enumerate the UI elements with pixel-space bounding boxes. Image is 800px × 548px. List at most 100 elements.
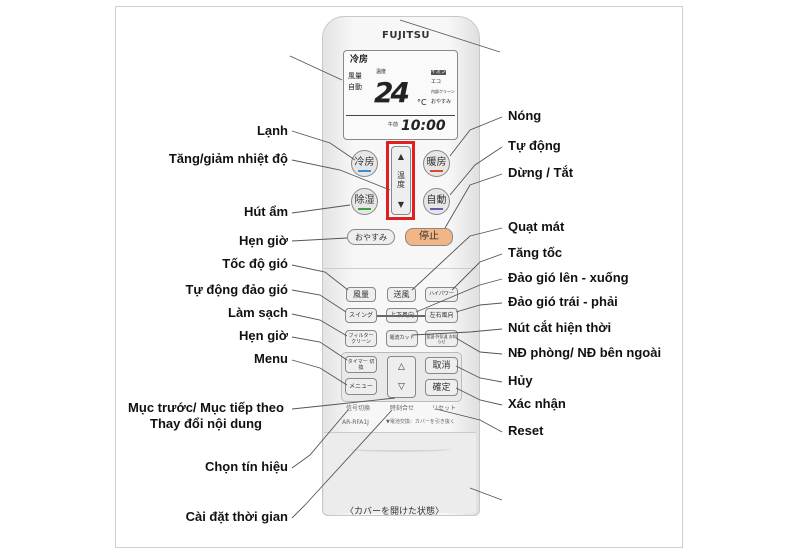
sleep-button[interactable]: おやすみ <box>347 229 395 245</box>
label-horizontal-swing: Đảo gió trái - phải <box>508 294 618 309</box>
label-signal-select: Chọn tín hiệu <box>204 459 288 474</box>
leader-lines <box>289 19 503 519</box>
fan-only-button[interactable]: 送風 <box>387 287 416 302</box>
cancel-button[interactable]: 取消 <box>425 357 458 374</box>
lcd-ion: イオン <box>431 69 447 75</box>
up-arrow-icon[interactable]: △ <box>398 362 405 372</box>
model-number: AR-RFA1J <box>342 419 369 426</box>
label-prev-next: Mục trước/ Mục tiếp theo Thay đổi nội du… <box>120 400 292 432</box>
reset-button[interactable]: リセット <box>432 405 457 412</box>
highlight-box <box>386 141 415 220</box>
leader-line <box>291 289 347 313</box>
label-prev-next-line2: Thay đổi nội dung <box>150 416 262 431</box>
lcd-fan: 風量 <box>348 72 362 80</box>
label-reset: Reset <box>508 423 544 438</box>
leader-line <box>291 409 393 519</box>
battery-note: ▼電池交換：カバーを引き抜く <box>386 419 455 425</box>
clock-set-button[interactable]: 時刻合せ <box>390 405 415 412</box>
leader-line <box>291 130 356 161</box>
leader-line <box>291 409 349 469</box>
temp-label: 温度 <box>397 171 405 190</box>
temperature-rocker[interactable]: ▲ 温度 ▼ <box>391 146 411 215</box>
leader-line <box>455 337 503 355</box>
signal-select-button[interactable]: 信号切換 <box>346 405 371 412</box>
fan-speed-button[interactable]: 風量 <box>346 287 376 302</box>
lcd-temp-label: 温度 <box>376 69 387 75</box>
cool-button[interactable]: 冷房 <box>351 150 378 177</box>
up-down-rocker[interactable]: △ ▽ <box>387 356 416 398</box>
leader-line <box>291 237 348 242</box>
leader-line <box>451 253 503 291</box>
leader-line <box>291 159 391 191</box>
lcd-time: 10:00 <box>401 118 446 134</box>
leader-line <box>455 365 503 383</box>
leader-line <box>469 487 503 501</box>
leader-line <box>455 302 503 313</box>
stop-button[interactable]: 停止 <box>405 228 453 246</box>
lcd-display: 冷房 風量 自動 温度 24 °C イオン エコ 内部クリーン おやすみ 午前 … <box>343 50 458 140</box>
label-cool: Lạnh <box>256 123 288 138</box>
label-filter-clean: Làm sạch <box>228 305 288 320</box>
leader-line <box>399 19 501 53</box>
lcd-time-prefix: 午前 <box>388 122 399 128</box>
panel-divider <box>324 268 476 269</box>
label-stop: Dừng / Tắt <box>508 165 574 180</box>
swing-button[interactable]: スイング <box>345 308 377 323</box>
brand-logo: FUJITSU <box>382 30 431 41</box>
label-dry: Hút ẩm <box>243 204 288 219</box>
lcd-unit: °C <box>417 98 427 107</box>
lcd-temperature: 24 <box>374 76 410 109</box>
label-timer: Hẹn giờ <box>239 328 288 343</box>
heat-button[interactable]: 暖房 <box>423 150 450 177</box>
filter-clean-button[interactable]: フィルター クリーン <box>345 330 377 347</box>
lcd-clean: 内部クリーン <box>431 89 455 94</box>
leader-line <box>411 328 503 336</box>
leader-line <box>415 278 503 313</box>
leader-line <box>449 116 503 157</box>
lcd-mode: 冷房 <box>350 55 369 65</box>
caption: 〈カバーを開けた状態〉 <box>345 507 445 517</box>
leader-line <box>291 264 349 291</box>
horizontal-airflow-button[interactable]: 左右風向 <box>425 308 458 323</box>
label-fan-only: Quạt mát <box>508 219 565 234</box>
leader-line <box>291 313 348 337</box>
leader-line <box>291 359 348 386</box>
label-confirm: Xác nhận <box>508 396 566 411</box>
leader-line <box>455 387 503 406</box>
leader-line <box>291 397 396 410</box>
leader-line <box>289 55 343 81</box>
label-swing: Tự động đảo gió <box>185 282 288 297</box>
leader-line <box>449 146 503 196</box>
leader-line <box>435 408 503 433</box>
lcd-fan-mode: 自動 <box>348 83 362 91</box>
current-cut-button[interactable]: 電流カット <box>386 330 418 347</box>
label-high-power: Tăng tốc <box>508 245 563 260</box>
leader-line <box>444 173 503 229</box>
temp-down-icon[interactable]: ▼ <box>397 199 405 209</box>
label-sleep-timer: Hẹn giờ <box>239 233 288 248</box>
leader-line <box>291 336 348 361</box>
label-menu: Menu <box>254 351 288 366</box>
menu-button[interactable]: メニュー <box>345 378 377 395</box>
label-temp-adjust: Tăng/giảm nhiệt độ <box>168 151 288 166</box>
leader-line <box>411 227 503 291</box>
connector-line <box>377 315 425 317</box>
label-fan-speed: Tốc độ gió <box>222 256 288 271</box>
cover-groove <box>348 446 452 452</box>
label-clock-set: Cài đặt thời gian <box>185 509 288 524</box>
lcd-sleep: おやすみ <box>431 99 452 105</box>
temp-up-icon[interactable]: ▲ <box>397 152 405 162</box>
label-heat: Nóng <box>508 108 542 123</box>
label-auto: Tự động <box>508 138 561 153</box>
timer-button[interactable]: タイマー 切換 <box>345 356 377 373</box>
down-arrow-icon[interactable]: ▽ <box>398 382 405 392</box>
label-current-cut: Nút cắt hiện thời <box>508 320 612 335</box>
lcd-eco: エコ <box>431 79 442 85</box>
leader-line <box>291 204 351 214</box>
label-vertical-swing: Đảo gió lên - xuống <box>508 270 629 285</box>
confirm-button[interactable]: 確定 <box>425 379 458 396</box>
auto-button[interactable]: 自動 <box>423 188 450 215</box>
label-prev-next-line1: Mục trước/ Mục tiếp theo <box>128 400 284 415</box>
label-temp-display: NĐ phòng/ NĐ bên ngoài <box>508 345 662 360</box>
dry-button[interactable]: 除湿 <box>351 188 378 215</box>
